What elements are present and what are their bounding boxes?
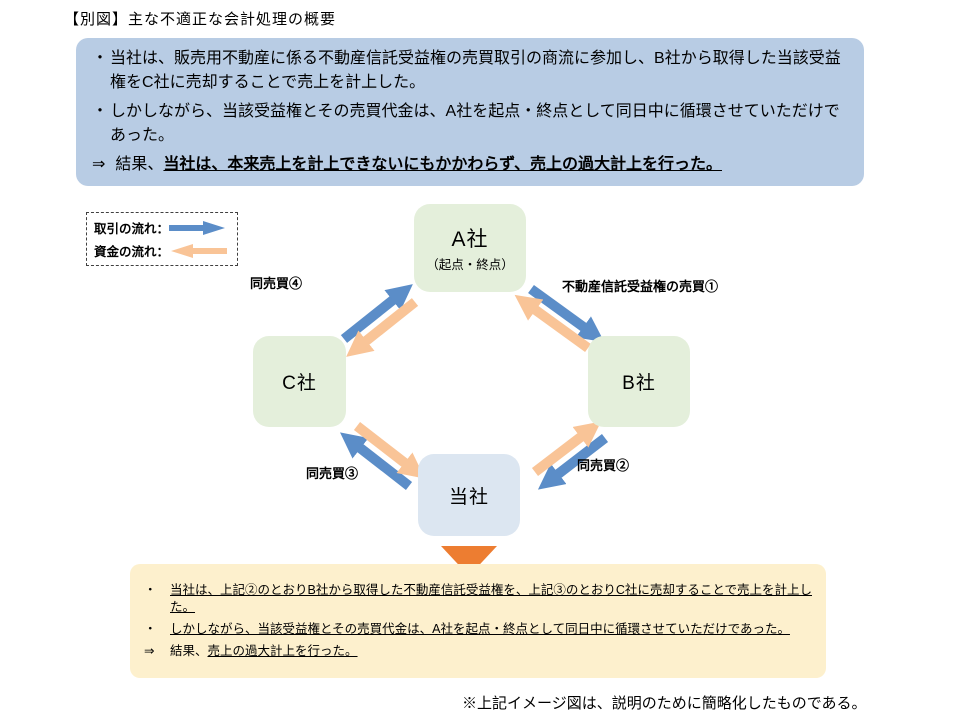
legend-row-transaction: 取引の流れ： — [94, 218, 230, 237]
summary-bullet-1-text: 当社は、販売用不動産に係る不動産信託受益権の売買取引の商流に参加し、B社から取得… — [110, 50, 841, 91]
funds-arrow-own-to-b — [531, 421, 602, 476]
edge-label-sale-1: 不動産信託受益権の売買① — [562, 279, 719, 294]
footnote: ※上記イメージ図は、説明のために簡略化したものである。 — [462, 695, 867, 712]
detail-bullet-1: ・ 当社は、上記②のとおりB社から取得した不動産信託受益権を、上記③のとおりC社… — [144, 582, 812, 616]
funds-flow-arrow-icon — [171, 243, 228, 258]
detail-bullet-2: ・ しかしながら、当該受益権とその売買代金は、A社を起点・終点として同日中に循環… — [144, 621, 812, 638]
transaction-flow-label: 取引の流れ： — [94, 222, 170, 236]
node-company-b-label: B社 — [622, 373, 656, 394]
bullet-marker: ・ — [144, 622, 157, 636]
detail-conclusion-emphasis: 売上の過大計上を行った。 — [207, 643, 358, 658]
transaction-flow-arrow-icon — [169, 220, 226, 235]
node-company-a-label: A社 — [451, 228, 489, 251]
node-company-a: A社 （起点・終点） — [414, 204, 526, 292]
summary-bullet-2: ・ しかしながら、当該受益権とその売買代金は、A社を起点・終点として同日中に循環… — [92, 100, 848, 148]
page-title: 【別図】主な不適正な会計処理の概要 — [64, 11, 337, 28]
edge-label-sale-2: 同売買② — [577, 458, 630, 473]
summary-bullet-1: ・ 当社は、販売用不動産に係る不動産信託受益権の売買取引の商流に参加し、B社から… — [92, 47, 848, 95]
detail-bullet-1-text: 当社は、上記②のとおりB社から取得した不動産信託受益権を、上記③のとおりC社に売… — [170, 583, 812, 615]
node-own-company-label: 当社 — [448, 486, 489, 508]
funds-arrow-c-to-own — [353, 422, 426, 479]
summary-bullet-2-text: しかしながら、当該受益権とその売買代金は、A社を起点・終点として同日中に循環させ… — [110, 103, 840, 144]
funds-arrow-b-to-a — [514, 294, 591, 353]
node-company-b: B社 — [588, 336, 690, 427]
arrow-marker: ⇒ — [92, 156, 106, 173]
arrow-marker: ⇒ — [144, 643, 155, 658]
transaction-arrow-own-to-c — [340, 432, 413, 490]
edge-label-sale-4: 同売買④ — [250, 276, 303, 291]
summary-box: ・ 当社は、販売用不動産に係る不動産信託受益権の売買取引の商流に参加し、B社から… — [76, 38, 864, 186]
pointer-triangle — [441, 546, 497, 576]
node-company-c: C社 — [253, 336, 346, 427]
summary-conclusion: ⇒ 結果、当社は、本来売上を計上できないにもかかわらず、売上の過大計上を行った。 — [92, 153, 848, 177]
edge-label-sale-3: 同売買③ — [306, 466, 359, 481]
funds-arrow-a-to-c — [346, 298, 419, 357]
node-company-c-label: C社 — [282, 373, 317, 394]
detail-box: ・ 当社は、上記②のとおりB社から取得した不動産信託受益権を、上記③のとおりC社… — [130, 564, 826, 678]
node-own-company: 当社 — [418, 454, 520, 536]
bullet-marker: ・ — [92, 103, 109, 120]
bullet-marker: ・ — [144, 583, 157, 598]
detail-conclusion-text: 結果、売上の過大計上を行った。 — [170, 643, 358, 658]
bullet-marker: ・ — [92, 50, 109, 67]
detail-bullet-2-text: しかしながら、当該受益権とその売買代金は、A社を起点・終点として同日中に循環させ… — [170, 622, 790, 636]
summary-conclusion-emphasis: 当社は、本来売上を計上できないにもかかわらず、売上の過大計上を行った。 — [163, 156, 722, 173]
detail-conclusion: ⇒ 結果、売上の過大計上を行った。 — [144, 643, 812, 660]
node-company-a-sublabel: （起点・終点） — [426, 258, 514, 272]
flow-legend: 取引の流れ： 資金の流れ： — [86, 212, 238, 266]
legend-row-funds: 資金の流れ： — [94, 241, 230, 260]
funds-flow-label: 資金の流れ： — [94, 245, 170, 259]
summary-conclusion-text: 結果、当社は、本来売上を計上できないにもかかわらず、売上の過大計上を行った。 — [115, 156, 722, 173]
